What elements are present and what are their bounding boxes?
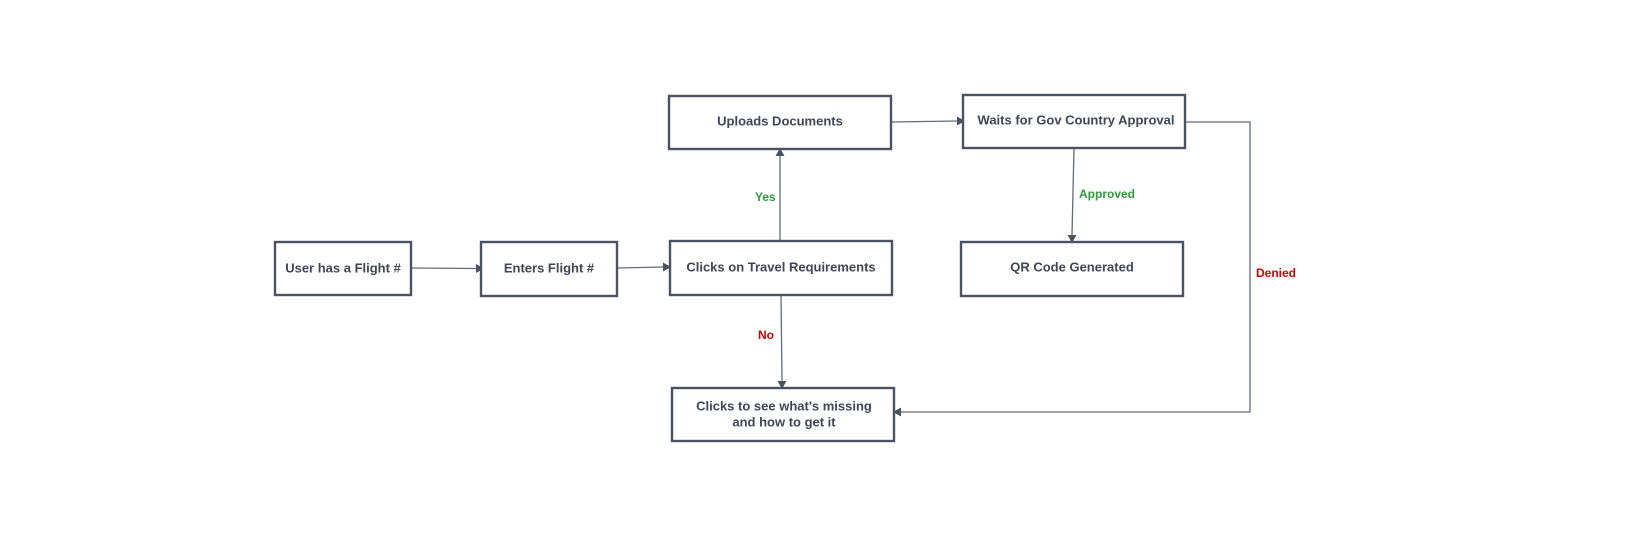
node-waits-approval-label: Waits for Gov Country Approval (978, 112, 1175, 127)
node-travel-requirements-label: Clicks on Travel Requirements (686, 259, 875, 274)
node-whats-missing: Clicks to see what's missing and how to … (670, 386, 896, 443)
node-enters-flight: Enters Flight # (479, 240, 619, 298)
arrowhead-uploads (775, 148, 785, 156)
node-enters-flight-label: Enters Flight # (504, 260, 595, 275)
node-qr-code-label: QR Code Generated (1010, 259, 1134, 274)
arrowhead-waits (957, 116, 965, 126)
edge-waits-to-missing (900, 121, 1251, 413)
edge-label-denied: Denied (1256, 266, 1296, 280)
edge-label-approved: Approved (1079, 187, 1135, 201)
edge-label-yes: Yes (755, 190, 776, 204)
node-user-has-flight-label: User has a Flight # (285, 260, 401, 275)
edge-travel-to-missing (780, 294, 783, 382)
node-uploads-documents: Uploads Documents (667, 94, 893, 151)
node-user-has-flight: User has a Flight # (273, 240, 413, 297)
node-whats-missing-label-line1: Clicks to see what's missing (696, 398, 872, 413)
edge-enters-to-travel (616, 266, 665, 269)
edge-flight-to-enters (410, 267, 479, 270)
node-uploads-documents-label: Uploads Documents (717, 113, 843, 128)
edge-uploads-to-waits (890, 120, 958, 123)
node-travel-requirements: Clicks on Travel Requirements (668, 239, 894, 297)
arrowhead-travel (663, 262, 671, 272)
edge-waits-to-qr (1071, 147, 1075, 236)
node-whats-missing-label-line2: and how to get it (732, 414, 836, 429)
edge-labels: Yes No Approved Denied (755, 187, 1296, 342)
arrowhead-qr (1067, 235, 1077, 243)
edge-label-no: No (758, 328, 774, 342)
arrowhead-missing-from-waits (893, 407, 901, 417)
node-waits-approval: Waits for Gov Country Approval (961, 93, 1187, 150)
node-qr-code: QR Code Generated (959, 240, 1185, 298)
edges (410, 116, 1251, 417)
arrowhead-missing-from-travel (777, 381, 787, 389)
